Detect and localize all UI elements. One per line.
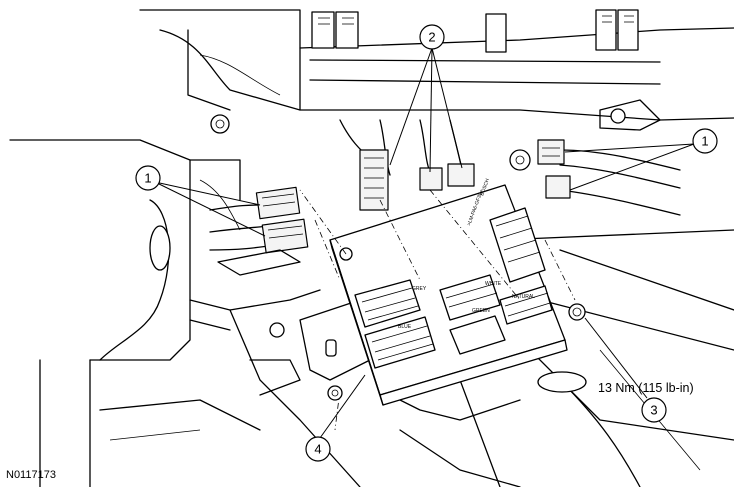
callout-2-label: 2 bbox=[428, 30, 435, 45]
module-blue-label: BLUE bbox=[398, 324, 412, 330]
figure-id-label: N0117173 bbox=[6, 469, 56, 481]
alignment-lines bbox=[299, 189, 576, 431]
upper-dash-panel bbox=[139, 9, 734, 134]
callout-2: 2 bbox=[419, 24, 445, 50]
callout-4-label: 4 bbox=[314, 442, 321, 457]
right-connectors bbox=[509, 139, 681, 216]
torque-spec-label: 13 Nm (115 lb-in) bbox=[598, 381, 694, 395]
callout-leaders bbox=[154, 47, 695, 439]
callout-3: 3 bbox=[641, 397, 667, 423]
callout-3-label: 3 bbox=[650, 403, 657, 418]
module-natural-label: NATURAL bbox=[512, 294, 535, 300]
nut-right bbox=[568, 303, 586, 321]
module-brand-label: BOSCH bbox=[479, 178, 491, 197]
callout-1-right-label: 1 bbox=[701, 134, 708, 149]
module-green-label: GREEN bbox=[472, 308, 490, 314]
module-white-label: WHITE bbox=[485, 281, 502, 287]
left-structure bbox=[9, 139, 361, 487]
left-connectors bbox=[209, 186, 309, 276]
callout-1-left: 1 bbox=[135, 165, 161, 191]
body-control-module: BOSCH >LM-PA6-GF30< GREY BLUE WHITE GREE… bbox=[329, 178, 568, 406]
callout-1-left-label: 1 bbox=[144, 171, 151, 186]
nut-lower bbox=[327, 385, 343, 401]
upper-connectors bbox=[339, 119, 475, 211]
callout-4: 4 bbox=[305, 436, 331, 462]
module-grey-label: GREY bbox=[412, 286, 427, 292]
callout-1-right: 1 bbox=[692, 128, 718, 154]
lower-right-panel bbox=[379, 229, 734, 487]
fasteners bbox=[327, 303, 586, 401]
